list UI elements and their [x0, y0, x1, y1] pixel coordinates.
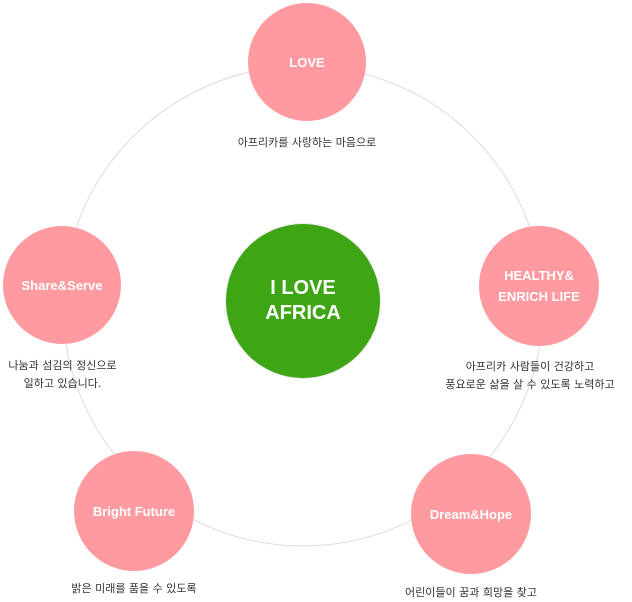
- caption-healthy: 아프리카 사람들이 건강하고 풍요로운 삶을 살 수 있도록 노력하고: [445, 360, 615, 391]
- node-share-label: Share&Serve: [21, 277, 103, 293]
- node-bright-label: Bright Future: [92, 503, 176, 519]
- node-bright: Bright Future: [74, 451, 194, 571]
- node-share: Share&Serve: [3, 226, 121, 344]
- center-label: I LOVE AFRICA: [265, 277, 341, 324]
- caption-dream: 어린이들이 꿈과 희망을 찾고: [405, 586, 537, 599]
- node-dream-label: Dream&Hope: [429, 506, 513, 522]
- node-dream: Dream&Hope: [411, 454, 531, 574]
- node-love: LOVE: [248, 3, 366, 121]
- node-healthy: HEALTHY& ENRICH LIFE: [479, 226, 599, 346]
- node-healthy-label: HEALTHY& ENRICH LIFE: [498, 268, 580, 304]
- caption-share: 나눔과 섬김의 정신으로 일하고 있습니다.: [8, 359, 117, 390]
- center-circle: I LOVE AFRICA: [226, 224, 380, 378]
- caption-love: 아프리카를 사랑하는 마음으로: [237, 136, 377, 149]
- node-love-label: LOVE: [289, 54, 325, 70]
- caption-bright: 밝은 미래를 품을 수 있도록: [71, 582, 197, 595]
